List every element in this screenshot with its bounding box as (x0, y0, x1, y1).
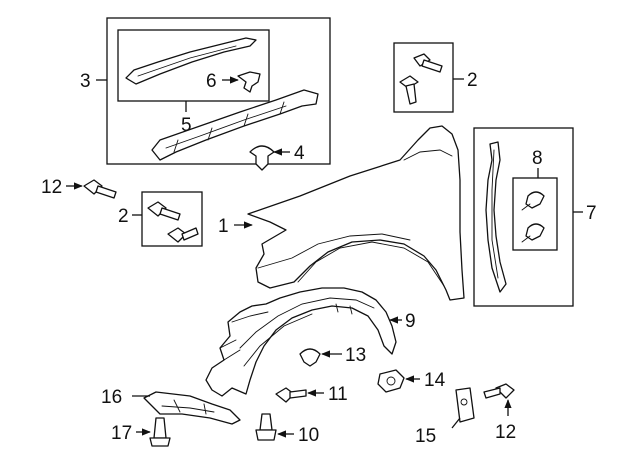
fender-molding-part (125, 37, 257, 85)
fender-seal-part (151, 89, 319, 161)
callout-3: 3 (80, 71, 91, 92)
callout-6: 6 (206, 71, 217, 92)
bolt-part-10 (255, 413, 294, 441)
side-seal-part (485, 141, 507, 293)
callout-14: 14 (424, 370, 446, 391)
callout-1: 1 (218, 216, 229, 237)
callout-9: 9 (405, 311, 416, 332)
group-box-side-seal (473, 127, 583, 307)
callout-7: 7 (586, 203, 597, 224)
callout-17: 17 (111, 423, 132, 444)
bolt-part-11 (275, 387, 324, 403)
nut-part-14 (377, 369, 420, 393)
bolt-part (399, 53, 443, 105)
bolt-part-12-left (66, 179, 117, 199)
bolt-part-12-right (483, 383, 515, 416)
clip-part-6 (222, 71, 261, 93)
callout-12-right: 12 (495, 422, 516, 443)
bolt-part-17 (136, 417, 171, 447)
clip-part-8 (521, 191, 545, 243)
callout-2-top: 2 (467, 70, 478, 91)
callout-11: 11 (328, 384, 348, 405)
callout-labels: 3 5 6 4 2 12 2 1 8 7 9 13 14 11 16 17 10… (41, 70, 597, 447)
callout-16: 16 (101, 387, 122, 408)
fender-part (234, 125, 465, 301)
group-box-bolts-left (132, 191, 203, 247)
splash-shield-part-16 (132, 391, 241, 425)
callout-15: 15 (415, 426, 436, 447)
clip-part-13 (299, 348, 342, 367)
callout-4: 4 (294, 143, 305, 164)
callout-12-left: 12 (41, 177, 62, 198)
bracket-part-15 (451, 387, 475, 429)
callout-8: 8 (532, 148, 543, 169)
callout-13: 13 (345, 345, 366, 366)
group-box-molding (96, 17, 331, 165)
push-clip-part-4 (249, 145, 290, 171)
callout-5: 5 (181, 115, 192, 136)
group-box-bolts-top (393, 42, 464, 113)
callout-2-left: 2 (118, 206, 129, 227)
fender-liner-part (205, 287, 402, 397)
callout-10: 10 (298, 425, 319, 446)
